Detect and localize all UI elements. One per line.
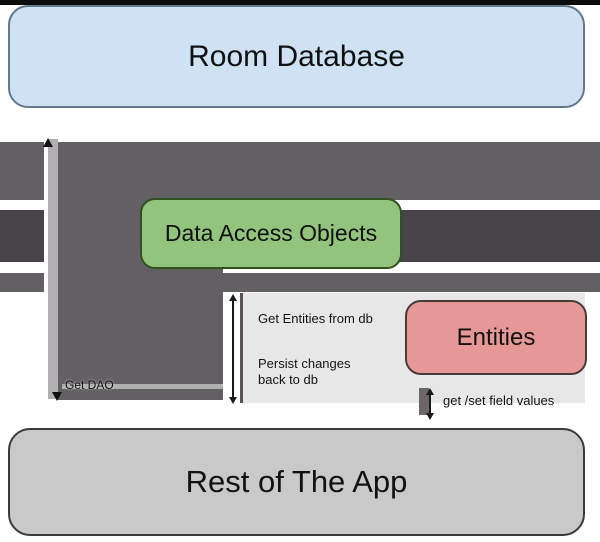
edge-label-get-entities: Get Entities from db: [258, 311, 373, 326]
arrow-block-central: [57, 142, 223, 400]
node-entities: Entities: [405, 300, 587, 375]
node-dao-label: Data Access Objects: [164, 220, 378, 246]
arrowhead-up-icon: [229, 294, 237, 301]
arrow-line: [429, 393, 431, 415]
edge-label-get-dao: Get DAO: [65, 378, 114, 392]
get-dao-arrowhead-up-icon: [43, 138, 53, 147]
get-dao-arrow-shaft: [48, 139, 58, 399]
arrowhead-down-icon: [426, 413, 434, 420]
arrow-line: [232, 299, 234, 399]
get-dao-arrow-gap: [44, 142, 48, 400]
clipped-top-bar: [0, 0, 600, 5]
get-dao-arrowhead-down-icon: [52, 392, 62, 401]
node-room-database: Room Database: [8, 5, 585, 108]
node-rest-of-app-label: Rest of The App: [185, 464, 408, 499]
node-entities-label: Entities: [456, 323, 536, 351]
dao-entities-double-arrow-icon: [229, 294, 237, 404]
arrowhead-up-icon: [426, 388, 434, 395]
edge-label-persist-changes: Persist changes back to db: [258, 356, 351, 387]
entities-app-connector-bar: [419, 388, 429, 415]
edge-label-get-set-field-values: get /set field values: [443, 393, 555, 408]
node-room-database-label: Room Database: [188, 39, 405, 73]
node-rest-of-the-app: Rest of The App: [8, 428, 585, 536]
get-dao-label-underline: [62, 384, 223, 389]
node-data-access-objects: Data Access Objects: [140, 198, 402, 269]
entities-app-double-arrow-icon: [426, 388, 434, 420]
arrowhead-down-icon: [229, 397, 237, 404]
